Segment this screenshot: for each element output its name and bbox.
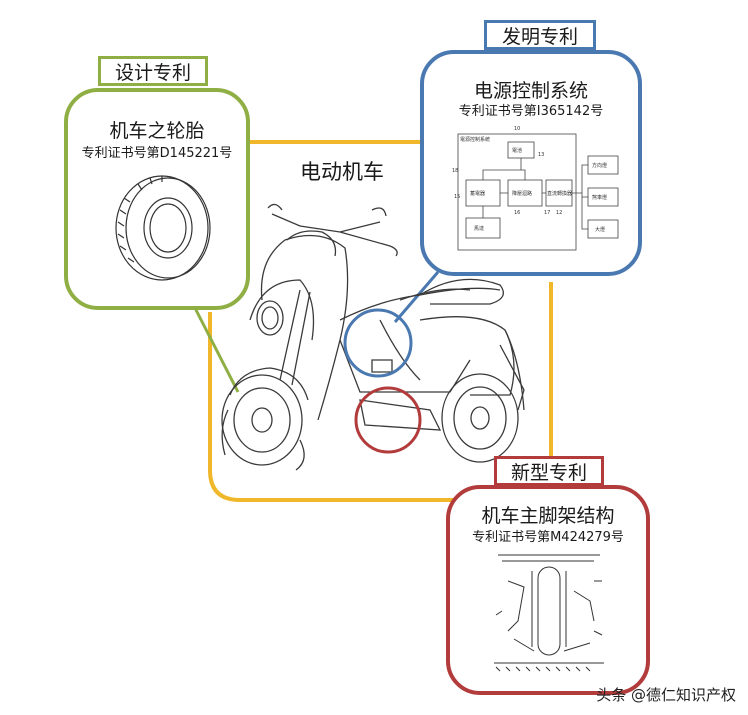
schematic-block-battery: 電池 <box>512 148 523 154</box>
utility-patent-card: 机车主脚架结构 专利证书号第M424279号 <box>446 485 650 695</box>
invention-patent-title: 电源控制系统 <box>473 80 588 102</box>
utility-patent-number: 专利证书号第M424279号 <box>472 530 624 545</box>
power-schematic: 電源控制系統 電池 蓄電器 降壓迴路 直流轉換器 馬達 方向燈 煞車燈 大燈 1… <box>452 126 622 258</box>
design-connector <box>193 307 240 393</box>
design-patent-tag: 设计专利 <box>98 56 208 86</box>
invention-patent-category: 发明专利 <box>501 26 578 48</box>
tire-drawing <box>115 175 211 281</box>
design-patent-number: 专利证书号第D145221号 <box>81 146 233 161</box>
schematic-ref: 15 <box>454 194 461 200</box>
invention-patent-tag: 发明专利 <box>484 20 596 50</box>
schematic-block-headlight: 大燈 <box>595 227 606 233</box>
schematic-ref: 10 <box>514 126 521 132</box>
schematic-ref: 16 <box>514 210 521 216</box>
schematic-block-turn-light: 方向燈 <box>592 163 608 169</box>
scooter-title: 电动机车 <box>300 160 384 184</box>
schematic-block-buck: 降壓迴路 <box>512 191 533 197</box>
utility-patent-category: 新型专利 <box>510 462 587 484</box>
design-patent-card: 机车之轮胎 专利证书号第D145221号 <box>64 88 250 310</box>
schematic-block-motor: 馬達 <box>474 226 485 232</box>
invention-callout-circle <box>343 308 413 378</box>
schematic-block-dcdc: 直流轉換器 <box>547 191 573 197</box>
utility-patent-tag: 新型专利 <box>494 456 604 486</box>
schematic-ref: 12 <box>556 210 563 216</box>
schematic-ref: 17 <box>544 210 551 216</box>
scooter-drawing <box>221 203 525 471</box>
schematic-block-capacitor: 蓄電器 <box>470 191 486 197</box>
schematic-ref: 13 <box>538 152 545 158</box>
design-patent-category: 设计专利 <box>114 62 191 84</box>
schematic-block-brake-light: 煞車燈 <box>592 195 608 201</box>
schematic-ref: 18 <box>452 168 459 174</box>
watermark: 头条 @德仁知识产权 <box>596 686 736 704</box>
utility-callout-circle <box>354 386 422 454</box>
invention-connector <box>393 271 440 323</box>
invention-patent-number: 专利证书号第I365142号 <box>458 104 604 119</box>
invention-patent-card: 电源控制系统 专利证书号第I365142号 電源控制系統 電池 <box>420 50 642 276</box>
schematic-header: 電源控制系統 <box>460 137 491 143</box>
kickstand-drawing <box>494 554 604 672</box>
yellow-frame <box>208 140 553 502</box>
design-patent-title: 机车之轮胎 <box>109 120 205 142</box>
utility-patent-title: 机车主脚架结构 <box>481 505 615 527</box>
